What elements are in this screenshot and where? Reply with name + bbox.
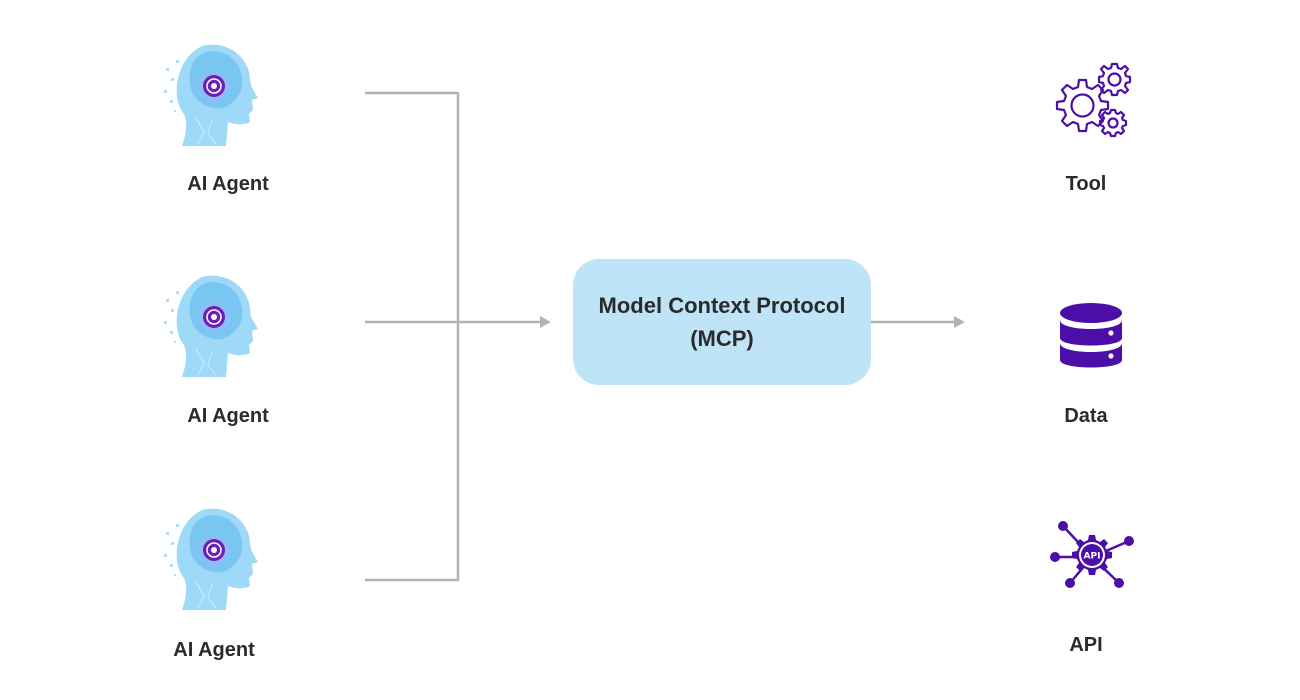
svg-text:API: API (1084, 552, 1101, 562)
mcp-node: Model Context Protocol (MCP) (573, 259, 871, 385)
agent-label: AI Agent (173, 639, 255, 661)
arrowhead-to-resources (954, 316, 965, 328)
agent-label: AI Agent (187, 405, 269, 427)
ai-head-icon (164, 44, 258, 146)
ai-head-icon (164, 508, 258, 610)
resource-label: API (1069, 634, 1103, 656)
gears-icon (1055, 62, 1132, 138)
database-icon (1060, 303, 1122, 368)
resource-label: Data (1064, 405, 1108, 427)
arrowhead-to-mcp (540, 316, 551, 328)
agent-label: AI Agent (187, 173, 269, 195)
ai-head-icon (164, 275, 258, 377)
mcp-title: Model Context Protocol (598, 293, 846, 318)
mcp-abbreviation: (MCP) (690, 326, 754, 351)
api-network-icon: API (1050, 521, 1134, 588)
resource-label: Tool (1065, 173, 1107, 195)
